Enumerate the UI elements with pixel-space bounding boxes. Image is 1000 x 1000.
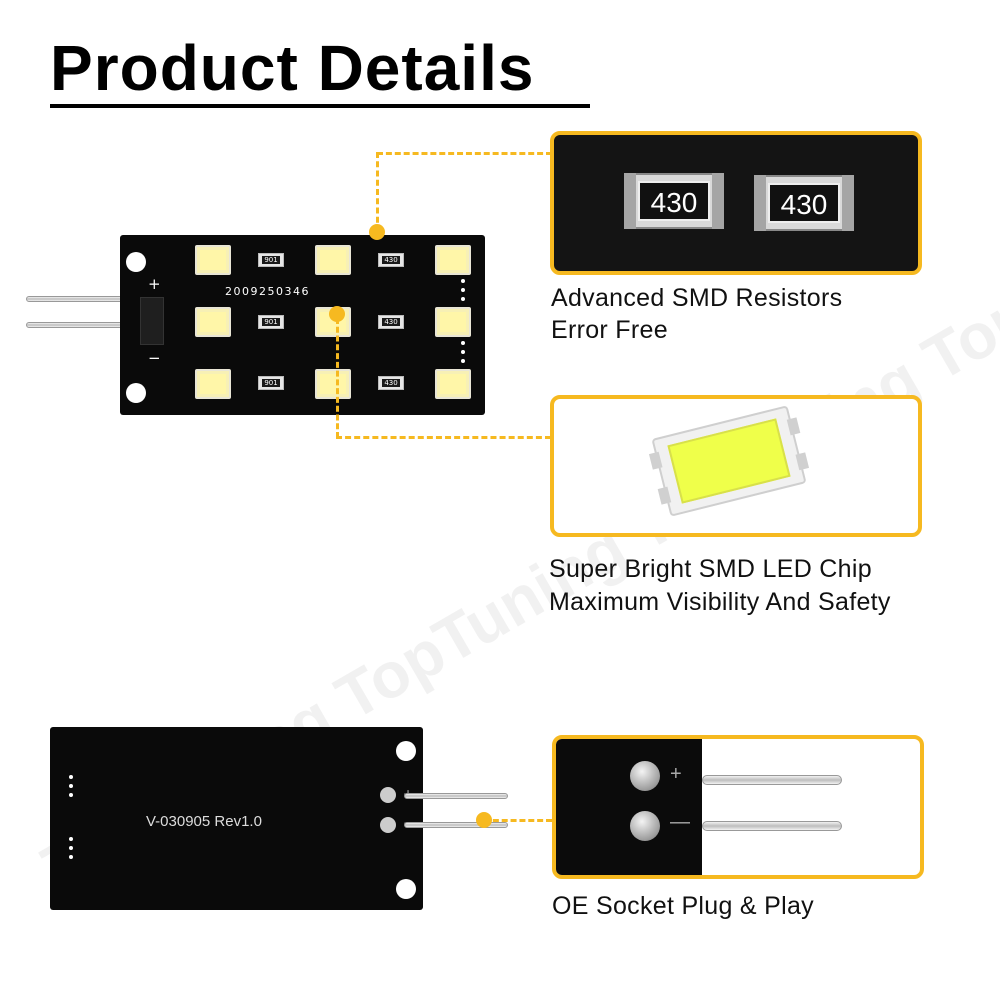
callout-line — [484, 819, 552, 822]
plus-label: + — [148, 275, 161, 293]
led-chip — [435, 307, 471, 337]
callout-dot — [369, 224, 385, 240]
led-chip — [195, 369, 231, 399]
callout-dot — [329, 306, 345, 322]
solder-pad — [630, 811, 660, 841]
serial-number: 2009250346 — [225, 285, 310, 298]
callout-line — [376, 152, 379, 232]
via-dot — [69, 775, 73, 779]
via-dot — [461, 288, 465, 292]
plus-label: + — [670, 763, 682, 785]
callout-line — [336, 436, 551, 439]
resistor: 901 — [258, 315, 284, 329]
mount-hole — [126, 383, 146, 403]
via-dot — [461, 350, 465, 354]
resistor: 901 — [258, 376, 284, 390]
via-dot — [461, 341, 465, 345]
page-title: Product Details — [50, 32, 535, 104]
resistor: 430 — [378, 253, 404, 267]
via-dot — [69, 784, 73, 788]
led-caption-line1: Super Bright SMD LED Chip — [549, 555, 872, 583]
callout-dot — [476, 812, 492, 828]
socket-zoom-panel: + — — [552, 735, 924, 879]
resistor: 901 — [258, 253, 284, 267]
pin-bottom — [404, 822, 508, 828]
revision-label: V-030905 Rev1.0 — [146, 813, 262, 830]
led-chip — [315, 245, 351, 275]
led-chip — [435, 245, 471, 275]
led-chip — [195, 245, 231, 275]
mount-hole — [396, 741, 416, 761]
via-dot — [69, 793, 73, 797]
pin-bottom — [702, 821, 842, 831]
via-dot — [461, 359, 465, 363]
resistor: 430 — [378, 376, 404, 390]
socket-caption: OE Socket Plug & Play — [552, 892, 814, 920]
smd-led-chip — [648, 405, 810, 517]
resistor-zoom-panel: 430 430 — [550, 131, 922, 275]
minus-label: − — [148, 349, 161, 367]
via-dot — [69, 846, 73, 850]
title-underline — [50, 104, 590, 108]
led-zoom-panel — [550, 395, 922, 537]
mount-hole — [126, 252, 146, 272]
pcb-back: V-030905 Rev1.0 + − — [50, 727, 423, 910]
resistor-closeup: 430 — [624, 173, 724, 229]
via-dot — [69, 837, 73, 841]
resistor-caption-line1: Advanced SMD Resistors — [551, 284, 843, 312]
pin-top — [702, 775, 842, 785]
mount-hole — [396, 879, 416, 899]
led-chip — [315, 369, 351, 399]
via-dot — [461, 279, 465, 283]
via-dot — [461, 297, 465, 301]
solder-pad — [380, 787, 396, 803]
resistor: 430 — [378, 315, 404, 329]
led-chip — [195, 307, 231, 337]
callout-line — [377, 152, 552, 155]
led-chip — [435, 369, 471, 399]
resistor-caption-line2: Error Free — [551, 316, 668, 344]
solder-pad — [630, 761, 660, 791]
pin-top — [404, 793, 508, 799]
pcb-edge — [556, 739, 702, 875]
solder-pad — [380, 817, 396, 833]
resistor-closeup: 430 — [754, 175, 854, 231]
pin-header — [140, 297, 164, 345]
pcb-front: + − 2009250346 901 430 901 430 901 430 — [120, 235, 485, 415]
callout-line — [336, 318, 339, 438]
led-caption-line2: Maximum Visibility And Safety — [549, 588, 891, 616]
via-dot — [69, 855, 73, 859]
minus-label: — — [670, 811, 690, 833]
